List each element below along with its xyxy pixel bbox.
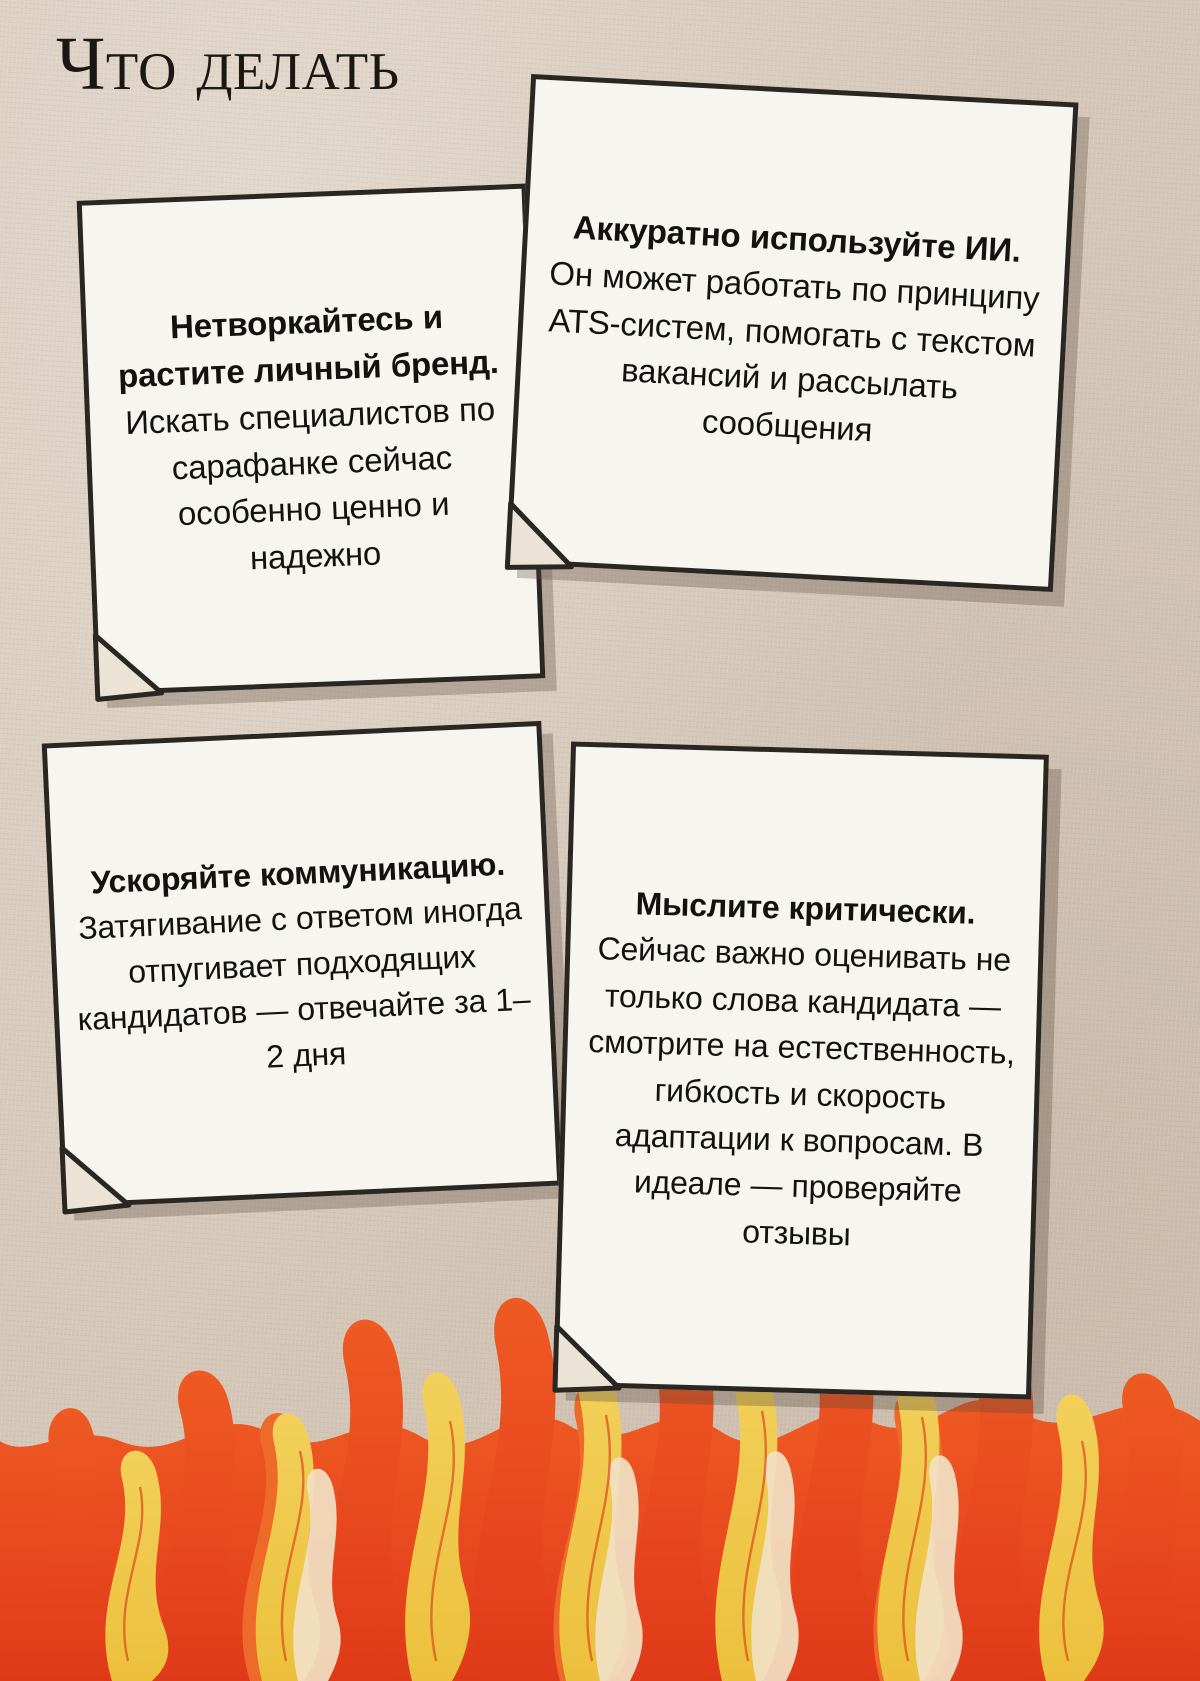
folded-corner-icon bbox=[59, 1143, 132, 1215]
tip-card-networking-lead: Нетворкайтесь и растите личный бренд. bbox=[117, 297, 500, 395]
tip-card-speed: Ускоряйте коммуникацию. Затягивание с от… bbox=[41, 720, 563, 1215]
tip-card-networking-text: Нетворкайтесь и растите личный бренд. Ис… bbox=[86, 287, 537, 593]
page-title: Что делать bbox=[56, 22, 400, 106]
tip-card-networking: Нетворкайтесь и растите личный бренд. Ис… bbox=[76, 183, 546, 702]
tip-card-ai-body: Он может работать по принципу ATS-систем… bbox=[547, 253, 1041, 449]
tip-card-critical-text: Мыслите критически. Сейчас важно оценива… bbox=[562, 874, 1040, 1266]
tip-card-speed-lead: Ускоряйте коммуникацию. bbox=[90, 845, 506, 901]
folded-corner-icon bbox=[92, 631, 165, 702]
tip-card-networking-body: Искать специалистов по сарафанке сейчас … bbox=[124, 389, 496, 577]
tip-card-critical-lead: Мыслите критически. bbox=[635, 885, 976, 931]
tip-card-speed-body: Затягивание с ответом иногда отпугивает … bbox=[76, 890, 532, 1075]
folded-corner-icon bbox=[504, 501, 574, 570]
tip-card-critical-body: Сейчас важно оценивать не только слова к… bbox=[587, 930, 1016, 1253]
tip-card-critical: Мыслите критически. Сейчас важно оценива… bbox=[552, 741, 1049, 1400]
tip-card-ai-text: Аккуратно используйте ИИ. Он может работ… bbox=[517, 198, 1067, 468]
tip-card-speed-text: Ускоряйте коммуникацию. Затягивание с от… bbox=[52, 836, 552, 1093]
folded-corner-icon bbox=[552, 1323, 622, 1393]
tip-card-ai: Аккуратно используйте ИИ. Он может работ… bbox=[504, 73, 1079, 593]
